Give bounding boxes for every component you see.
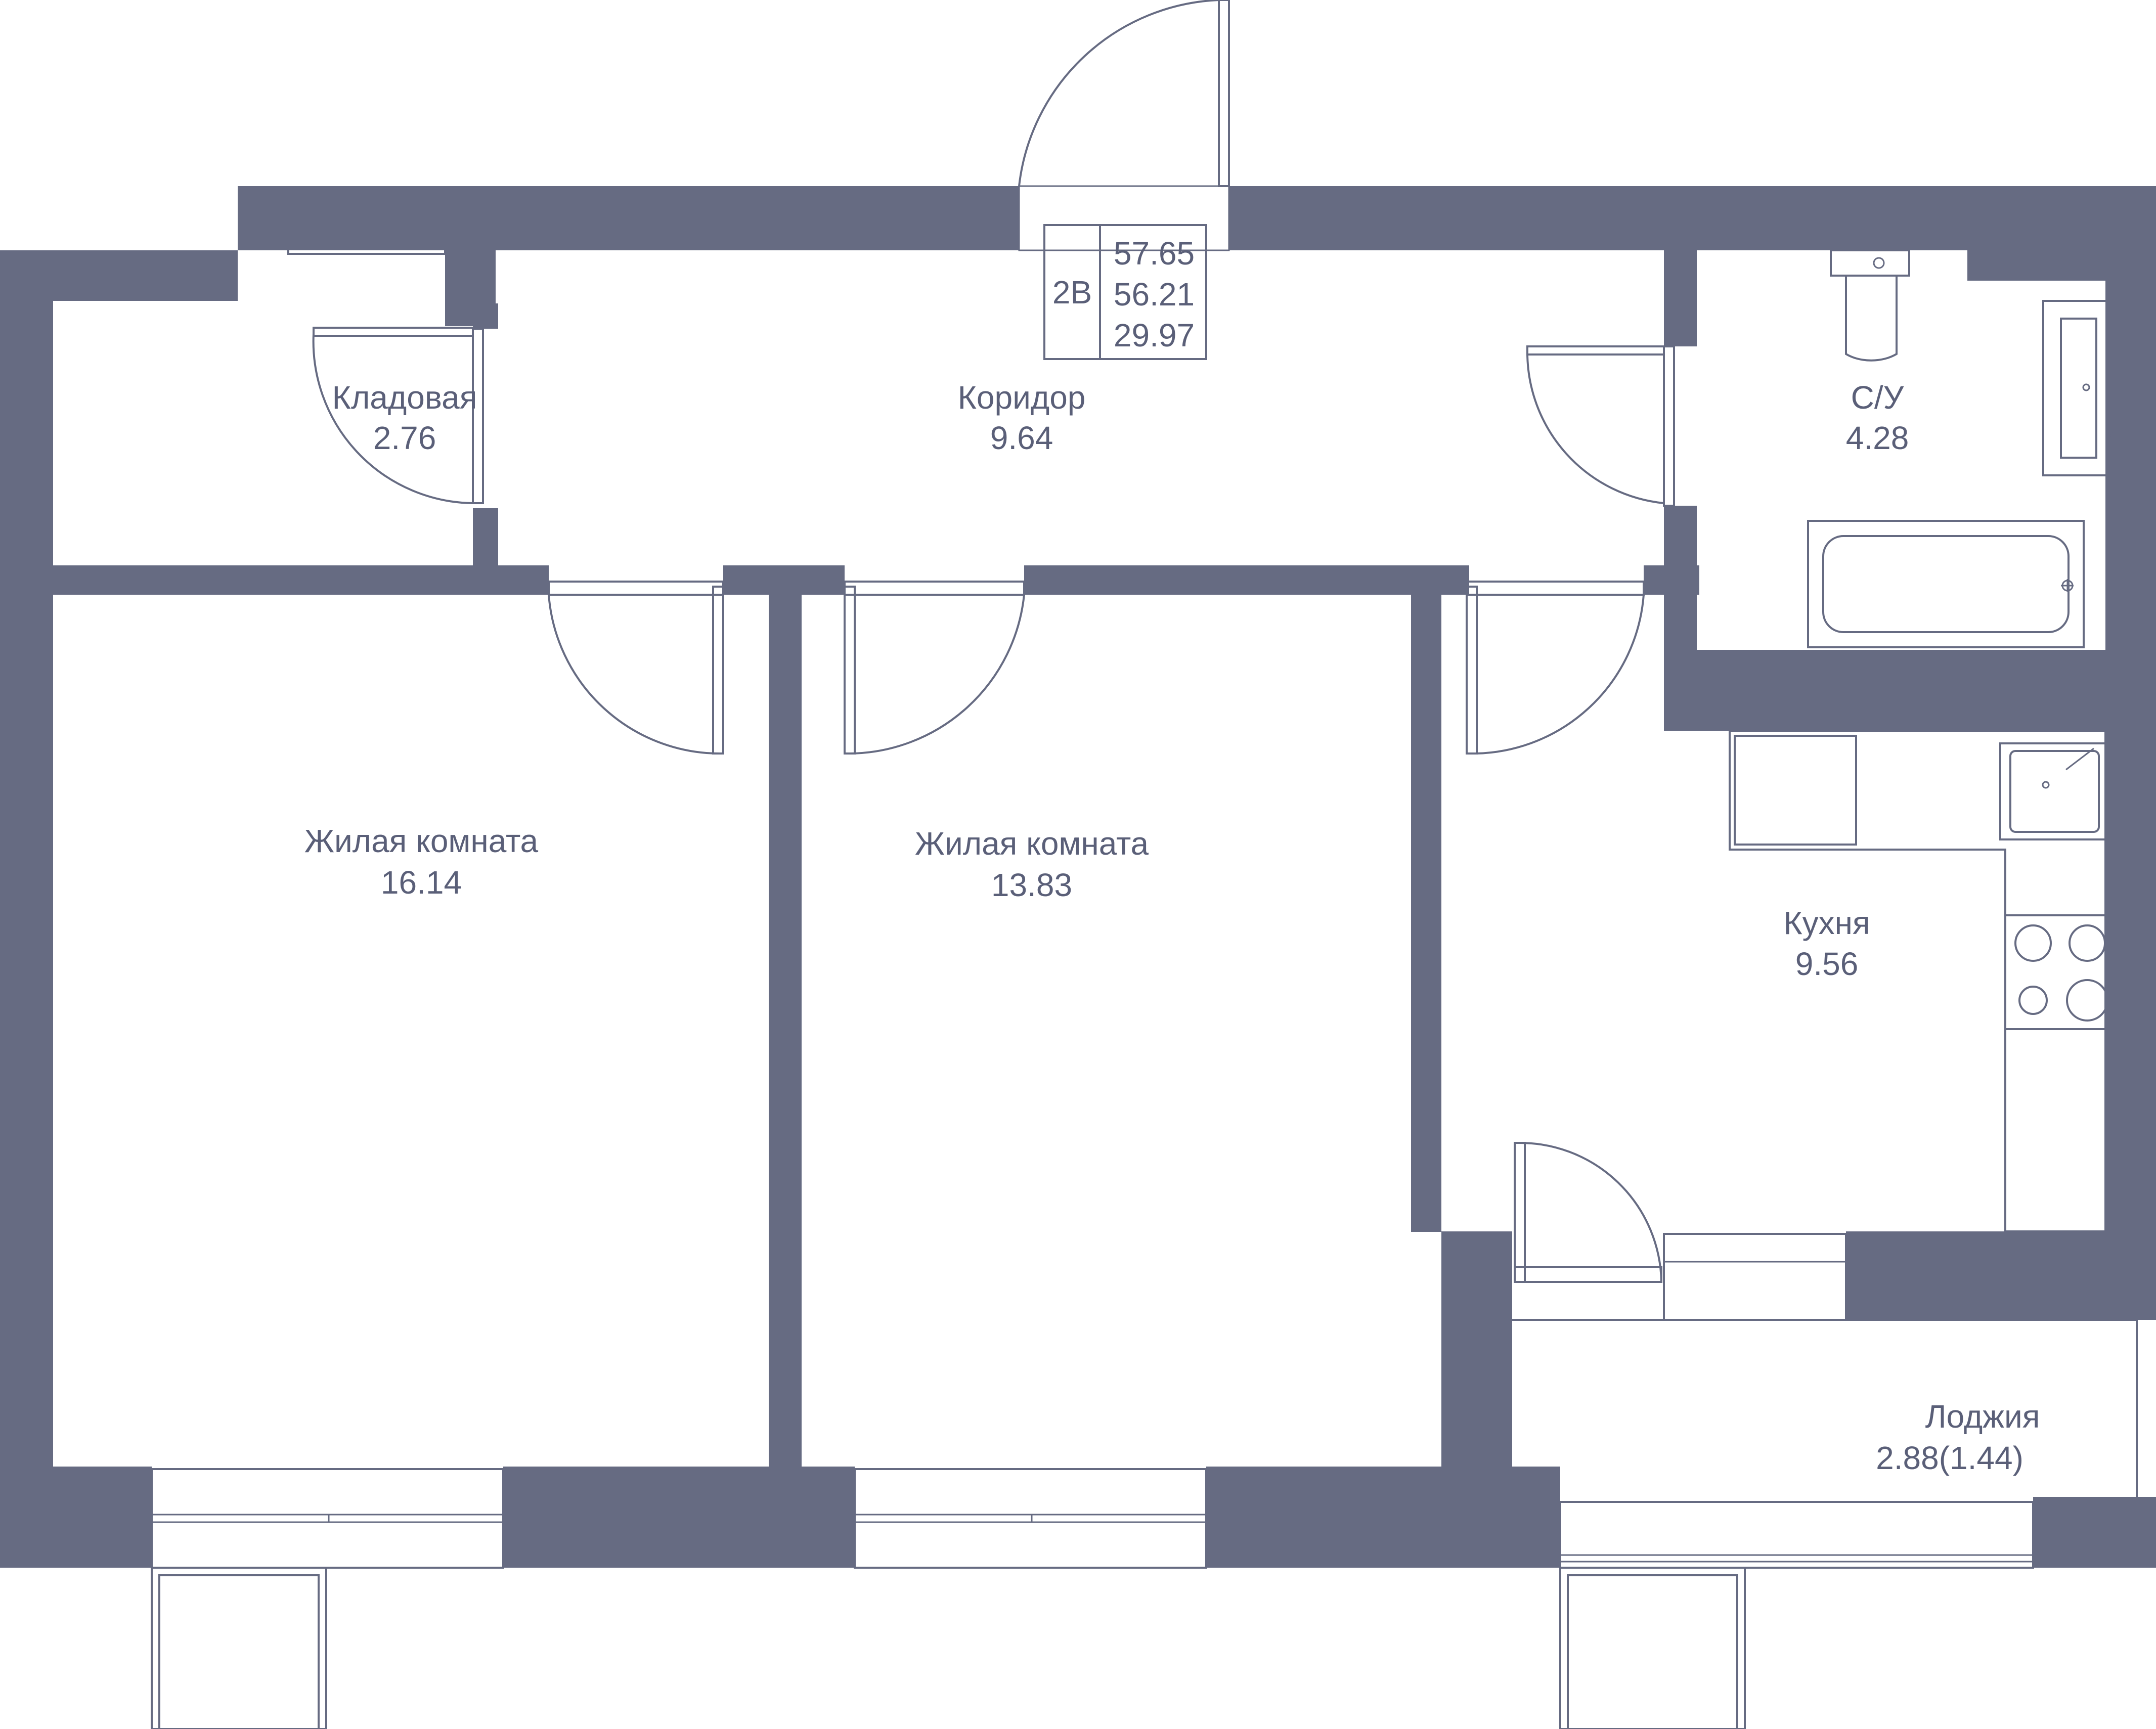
fixtures [1493, 249, 2138, 1503]
living-room-2-name: Жилая комната [915, 825, 1149, 862]
corridor-area: 9.64 [990, 420, 1053, 456]
storage-name: Кладовая [332, 379, 477, 416]
loggia-name: Лоджия [1925, 1398, 2040, 1435]
stamp-type: 2В [1052, 274, 1092, 311]
corridor-name: Коридор [958, 379, 1086, 416]
doors [312, 0, 1675, 1283]
stamp-area-2: 56.21 [1114, 276, 1195, 313]
plan-stamp: 2В 57.65 56.21 29.97 [1043, 224, 1207, 360]
kitchen-name: Кухня [1783, 905, 1870, 941]
bathroom-area: 4.28 [1846, 420, 1909, 456]
walls [0, 186, 2156, 1568]
stamp-living-area: 29.97 [1114, 317, 1195, 353]
living-room-1-name: Жилая комната [304, 823, 539, 859]
kitchen-area: 9.56 [1795, 946, 1859, 982]
living-room-1-area: 16.14 [381, 864, 462, 901]
stamp-total-area: 57.65 [1114, 235, 1195, 272]
openings [287, 202, 2115, 716]
windows [151, 1233, 2034, 1729]
bathroom-name: С/У [1851, 379, 1904, 416]
storage-area: 2.76 [373, 420, 436, 456]
loggia-area: 2.88(1.44) [1876, 1440, 2023, 1476]
room-labels: Кладовая 2.76 Коридор 9.64 С/У 4.28 Жила… [304, 379, 2040, 1476]
living-room-2-area: 13.83 [991, 867, 1072, 903]
